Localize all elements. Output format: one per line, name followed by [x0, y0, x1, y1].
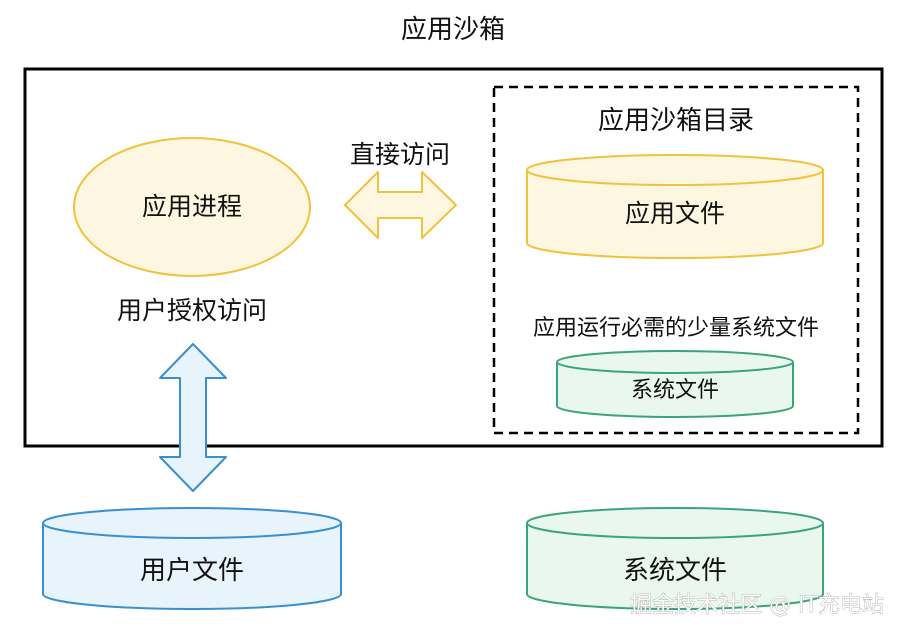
- user-files-label: 用户文件: [140, 556, 244, 586]
- system-files-needed-label: 应用运行必需的少量系统文件: [533, 316, 819, 341]
- app-files-label: 应用文件: [625, 199, 725, 228]
- app-files-cylinder: [526, 154, 824, 259]
- app-process-label: 应用进程: [142, 192, 242, 221]
- direct-access-arrow: [344, 171, 457, 239]
- user-auth-access-label: 用户授权访问: [117, 296, 267, 325]
- diagram-title: 应用沙箱: [401, 15, 505, 45]
- app-process-node: [73, 137, 311, 277]
- inner-system-files-label: 系统文件: [631, 378, 719, 403]
- user-auth-access-arrow: [159, 343, 227, 492]
- user-files-cylinder: [42, 507, 342, 610]
- outer-system-files-cylinder: [526, 507, 824, 610]
- sandbox-boundary: [23, 67, 884, 448]
- outer-system-files-label: 系统文件: [623, 556, 727, 586]
- inner-system-files-cylinder: [556, 350, 794, 418]
- sandbox-directory-boundary: [492, 85, 860, 435]
- sandbox-dir-label: 应用沙箱目录: [598, 106, 754, 136]
- direct-access-label: 直接访问: [350, 140, 450, 169]
- watermark: 掘金技术社区 @ IT充电站: [630, 593, 884, 618]
